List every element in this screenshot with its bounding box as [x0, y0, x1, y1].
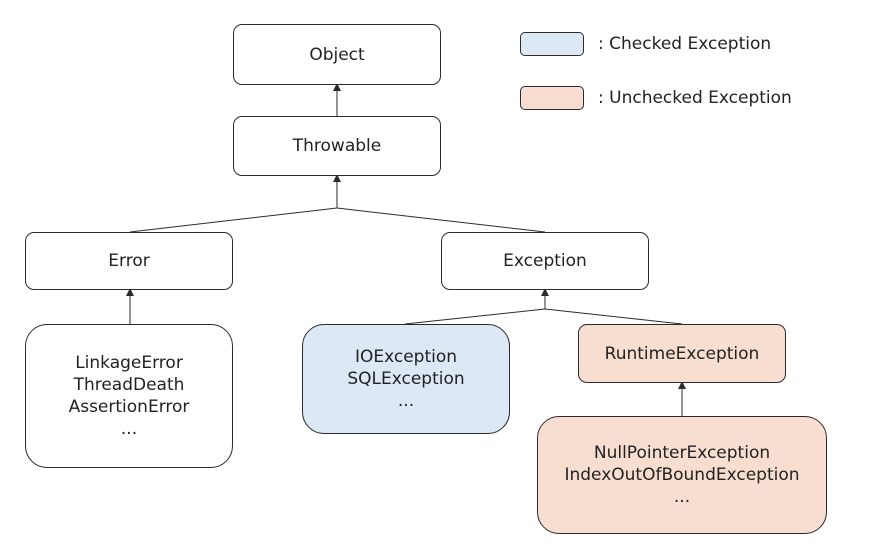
edge-runtime-exception: [544, 308, 683, 325]
node-label: Error: [108, 251, 150, 271]
node-error-subclasses: LinkageError ThreadDeath AssertionError …: [25, 324, 233, 468]
node-exception: Exception: [441, 232, 649, 290]
node-throwable: Throwable: [233, 116, 441, 176]
legend-checked-label: : Checked Exception: [598, 34, 772, 54]
node-label: Exception: [503, 251, 587, 271]
unchecked-swatch: [520, 86, 584, 110]
node-checked-subclasses: IOException SQLException ...: [302, 324, 510, 434]
node-line: IOException: [354, 347, 458, 367]
node-line: LinkageError: [75, 353, 183, 373]
node-object: Object: [233, 24, 441, 85]
node-line: ...: [673, 487, 691, 507]
node-runtime-subclasses: NullPointerException IndexOutOfBoundExce…: [537, 416, 827, 534]
node-line: IndexOutOfBoundException: [564, 465, 800, 485]
edge-exception-throwable: [336, 207, 546, 233]
node-error: Error: [25, 232, 233, 290]
edge-checked-exception: [404, 308, 546, 325]
node-line: ThreadDeath: [73, 375, 185, 395]
node-label: Object: [309, 44, 365, 65]
checked-swatch: [520, 32, 584, 56]
node-label: Throwable: [292, 136, 382, 156]
node-line: SQLException: [347, 369, 465, 389]
legend-unchecked: : Unchecked Exception: [520, 86, 792, 110]
node-line: ...: [397, 391, 415, 411]
legend-checked: : Checked Exception: [520, 32, 771, 56]
node-line: NullPointerException: [593, 443, 771, 463]
node-line: ...: [120, 419, 138, 439]
edge-error-throwable: [129, 207, 338, 233]
node-line: AssertionError: [68, 397, 190, 417]
node-label: RuntimeException: [604, 343, 760, 364]
legend-unchecked-label: : Unchecked Exception: [598, 88, 792, 108]
node-runtime-exception: RuntimeException: [578, 324, 786, 383]
